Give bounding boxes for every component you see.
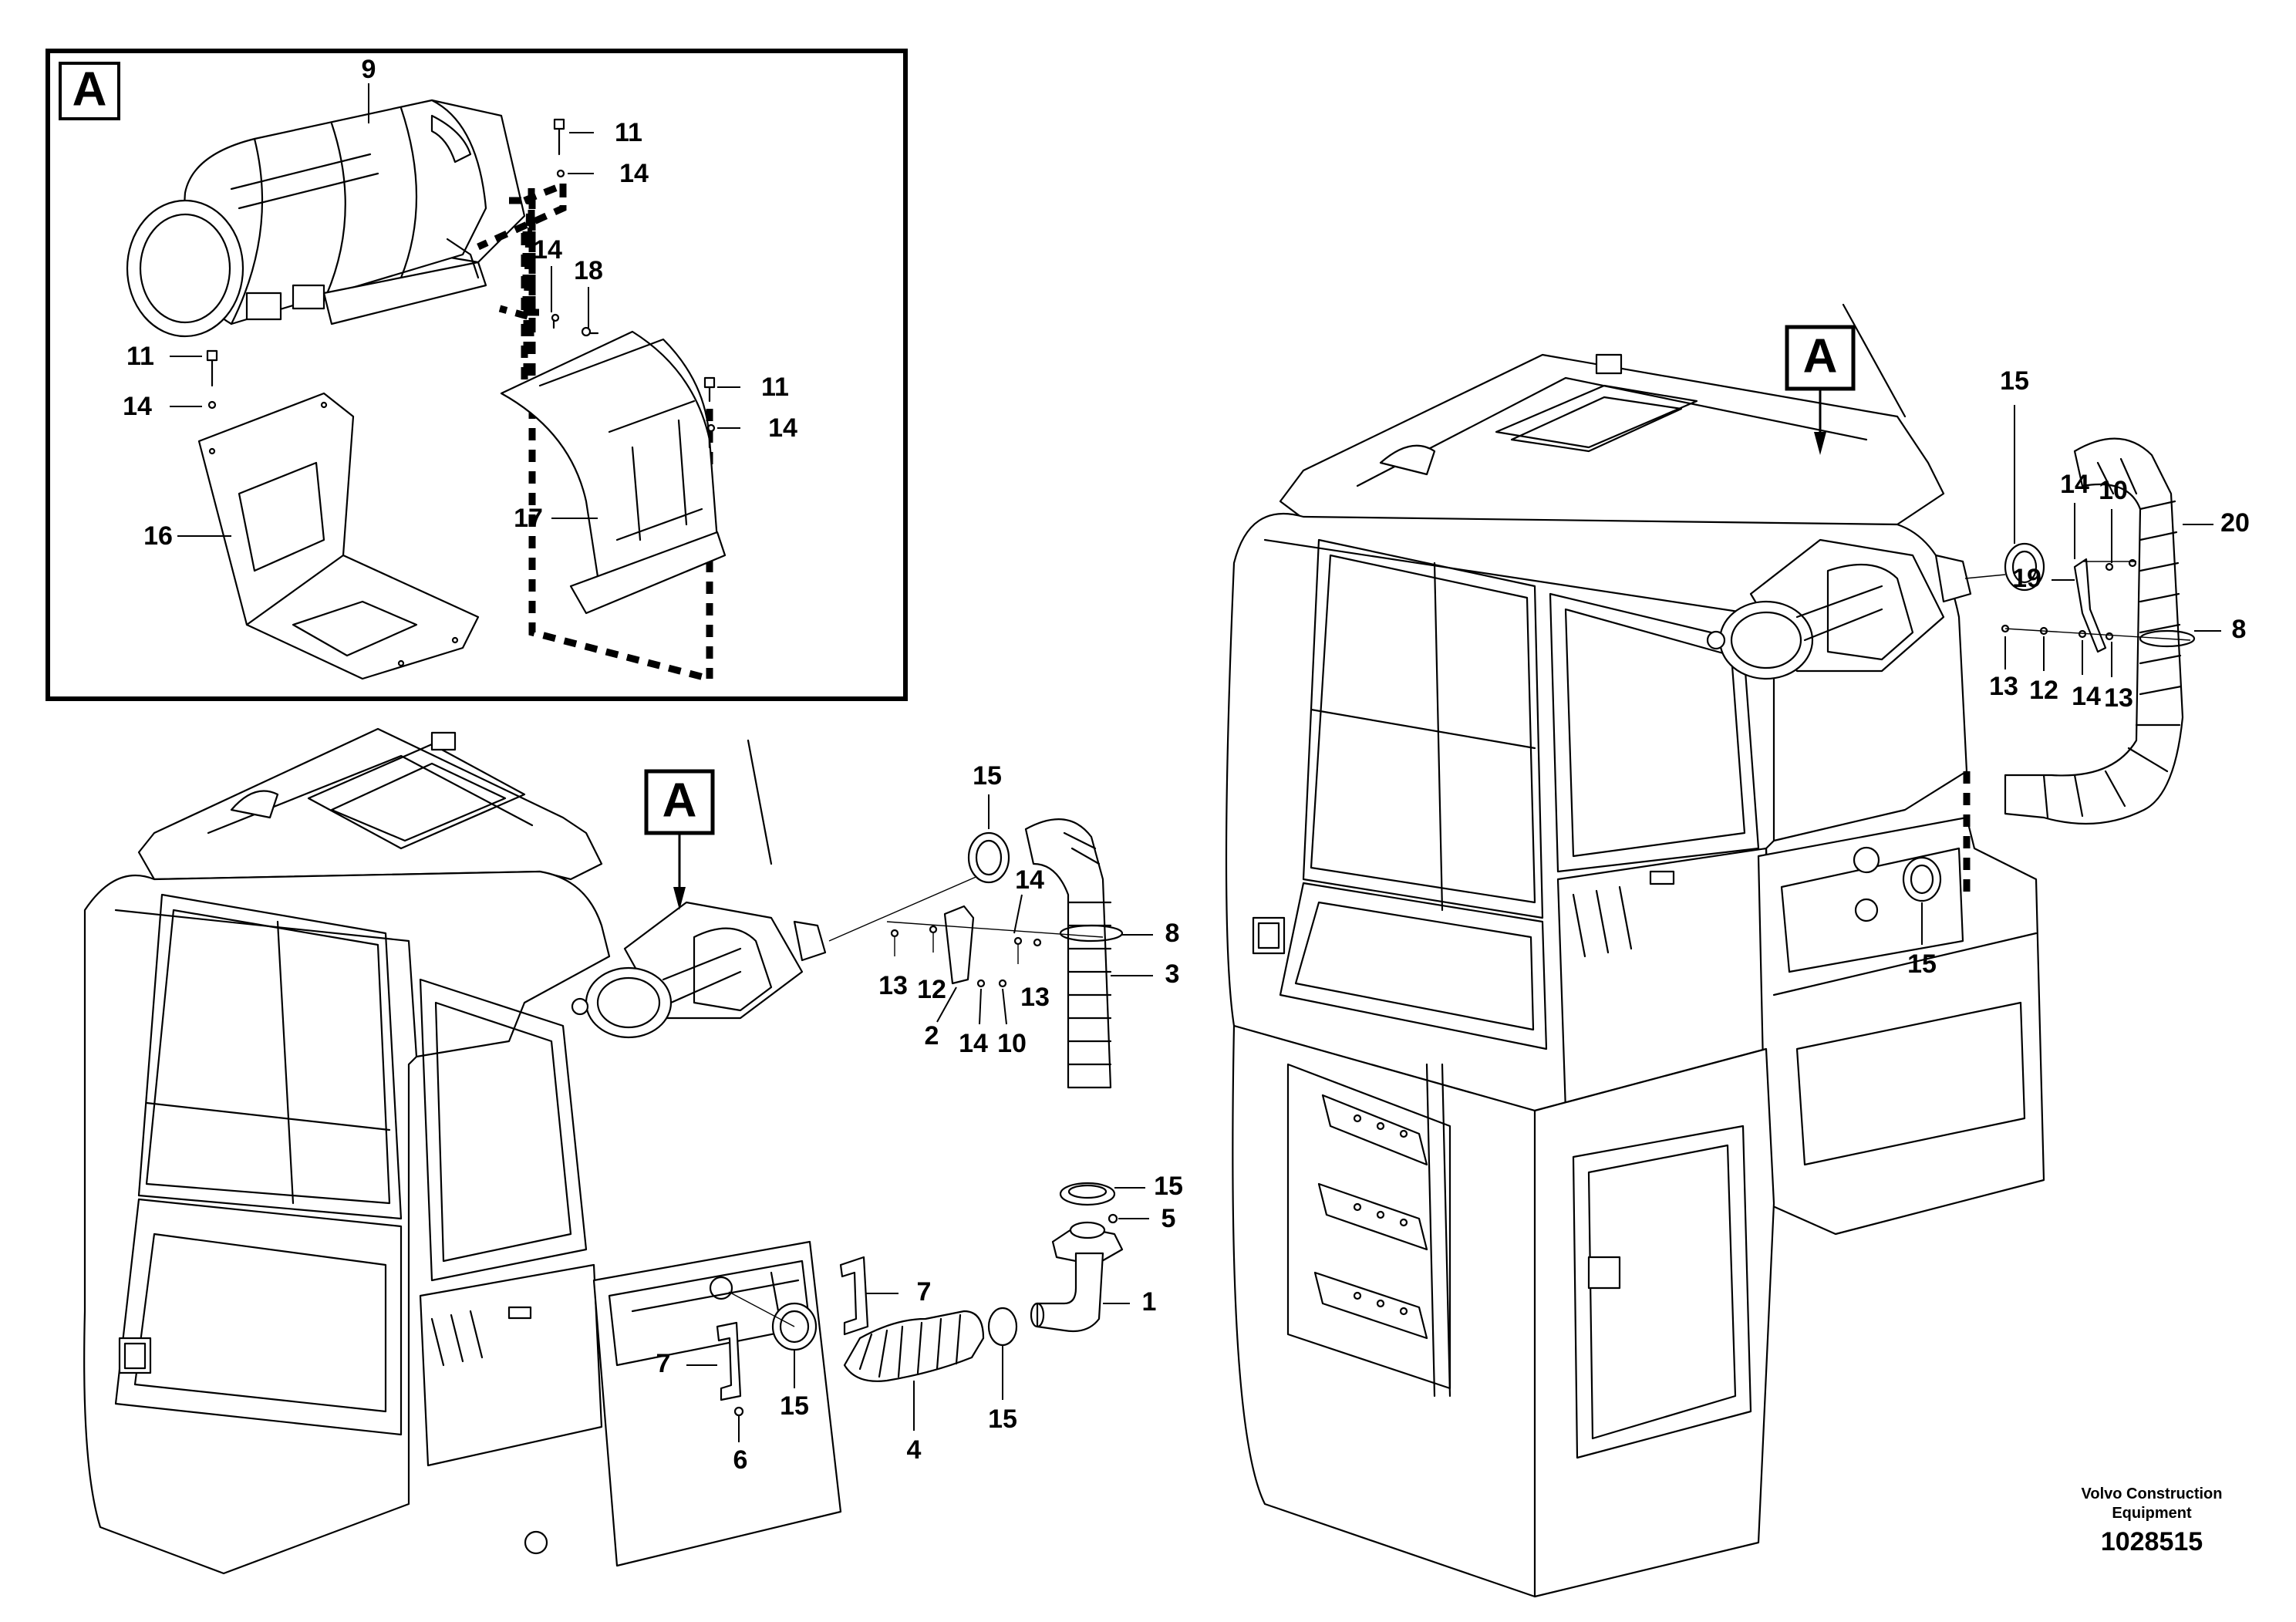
label-14: 14 xyxy=(2060,470,2089,499)
label-14: 14 xyxy=(768,413,797,443)
right-labels: 15 20 14 10 19 8 13 12 14 13 15 xyxy=(1907,366,2250,979)
brand-block: Volvo Construction Equipment xyxy=(2021,1485,2283,1523)
connector-dash-22 xyxy=(523,181,565,204)
label-13: 13 xyxy=(1989,672,2018,701)
label-13: 13 xyxy=(2104,683,2133,713)
label-15: 15 xyxy=(973,761,1002,791)
label-8: 8 xyxy=(1165,919,1180,948)
left-labels: 15 14 8 3 13 12 13 2 14 10 15 5 7 1 7 15… xyxy=(656,761,1183,1475)
connector-dash-2 xyxy=(528,320,711,683)
label-14: 14 xyxy=(123,392,152,421)
label-7: 7 xyxy=(656,1349,671,1378)
label-4: 4 xyxy=(907,1435,922,1465)
label-3: 3 xyxy=(1165,959,1180,989)
detail-a-frame: A xyxy=(46,49,908,701)
detail-labels: 9 11 14 14 18 11 14 11 14 16 17 xyxy=(123,55,797,551)
connector-dash-11 xyxy=(498,305,529,320)
label-15: 15 xyxy=(780,1391,809,1421)
label-11: 11 xyxy=(126,342,154,371)
label-1: 1 xyxy=(1142,1287,1157,1317)
label-15: 15 xyxy=(988,1404,1017,1434)
left-hose-route xyxy=(716,818,1124,1417)
label-13: 13 xyxy=(1020,983,1050,1012)
label-19: 19 xyxy=(2012,564,2041,593)
label-14: 14 xyxy=(619,159,649,188)
label-14: 14 xyxy=(959,1029,988,1058)
label-14: 14 xyxy=(1015,865,1044,895)
support-bracket-part xyxy=(500,330,727,615)
label-11: 11 xyxy=(615,118,642,147)
label-20: 20 xyxy=(2220,508,2250,538)
label-15: 15 xyxy=(1907,949,1937,979)
detail-a-letter: A xyxy=(72,62,107,116)
label-8: 8 xyxy=(2232,615,2247,644)
label-10: 10 xyxy=(2099,476,2128,505)
callout-a-letter: A xyxy=(663,774,697,827)
label-10: 10 xyxy=(997,1029,1027,1058)
detail-a-badge xyxy=(59,62,120,120)
air-cleaner-part xyxy=(126,99,526,338)
label-12: 12 xyxy=(917,975,946,1004)
label-17: 17 xyxy=(514,504,543,533)
label-16: 16 xyxy=(143,521,173,551)
drawing-number: 1028515 xyxy=(2100,1527,2203,1556)
callout-a-letter: A xyxy=(1803,329,1838,383)
right-hose-route xyxy=(1853,437,2196,902)
bracket-plate-part xyxy=(197,392,480,680)
label-9: 9 xyxy=(362,55,376,84)
label-11: 11 xyxy=(761,373,789,402)
label-18: 18 xyxy=(574,256,603,285)
label-5: 5 xyxy=(1161,1204,1176,1233)
label-15: 15 xyxy=(2000,366,2029,396)
left-cab-assembly xyxy=(83,727,842,1575)
right-cab-assembly xyxy=(1225,303,2045,1598)
screws-detail xyxy=(206,118,716,433)
label-7: 7 xyxy=(917,1277,932,1307)
label-14: 14 xyxy=(533,235,562,265)
detail-a-callout-left: A xyxy=(644,769,715,910)
detail-a-callout-right: A xyxy=(1785,325,1856,455)
brand-line-2: Equipment xyxy=(2112,1505,2192,1522)
label-2: 2 xyxy=(925,1021,939,1050)
label-13: 13 xyxy=(878,971,908,1000)
label-12: 12 xyxy=(2029,676,2058,705)
label-6: 6 xyxy=(733,1445,748,1475)
label-14: 14 xyxy=(2072,682,2101,711)
label-15: 15 xyxy=(1154,1172,1183,1201)
brand-line-1: Volvo Construction xyxy=(2081,1485,2223,1502)
